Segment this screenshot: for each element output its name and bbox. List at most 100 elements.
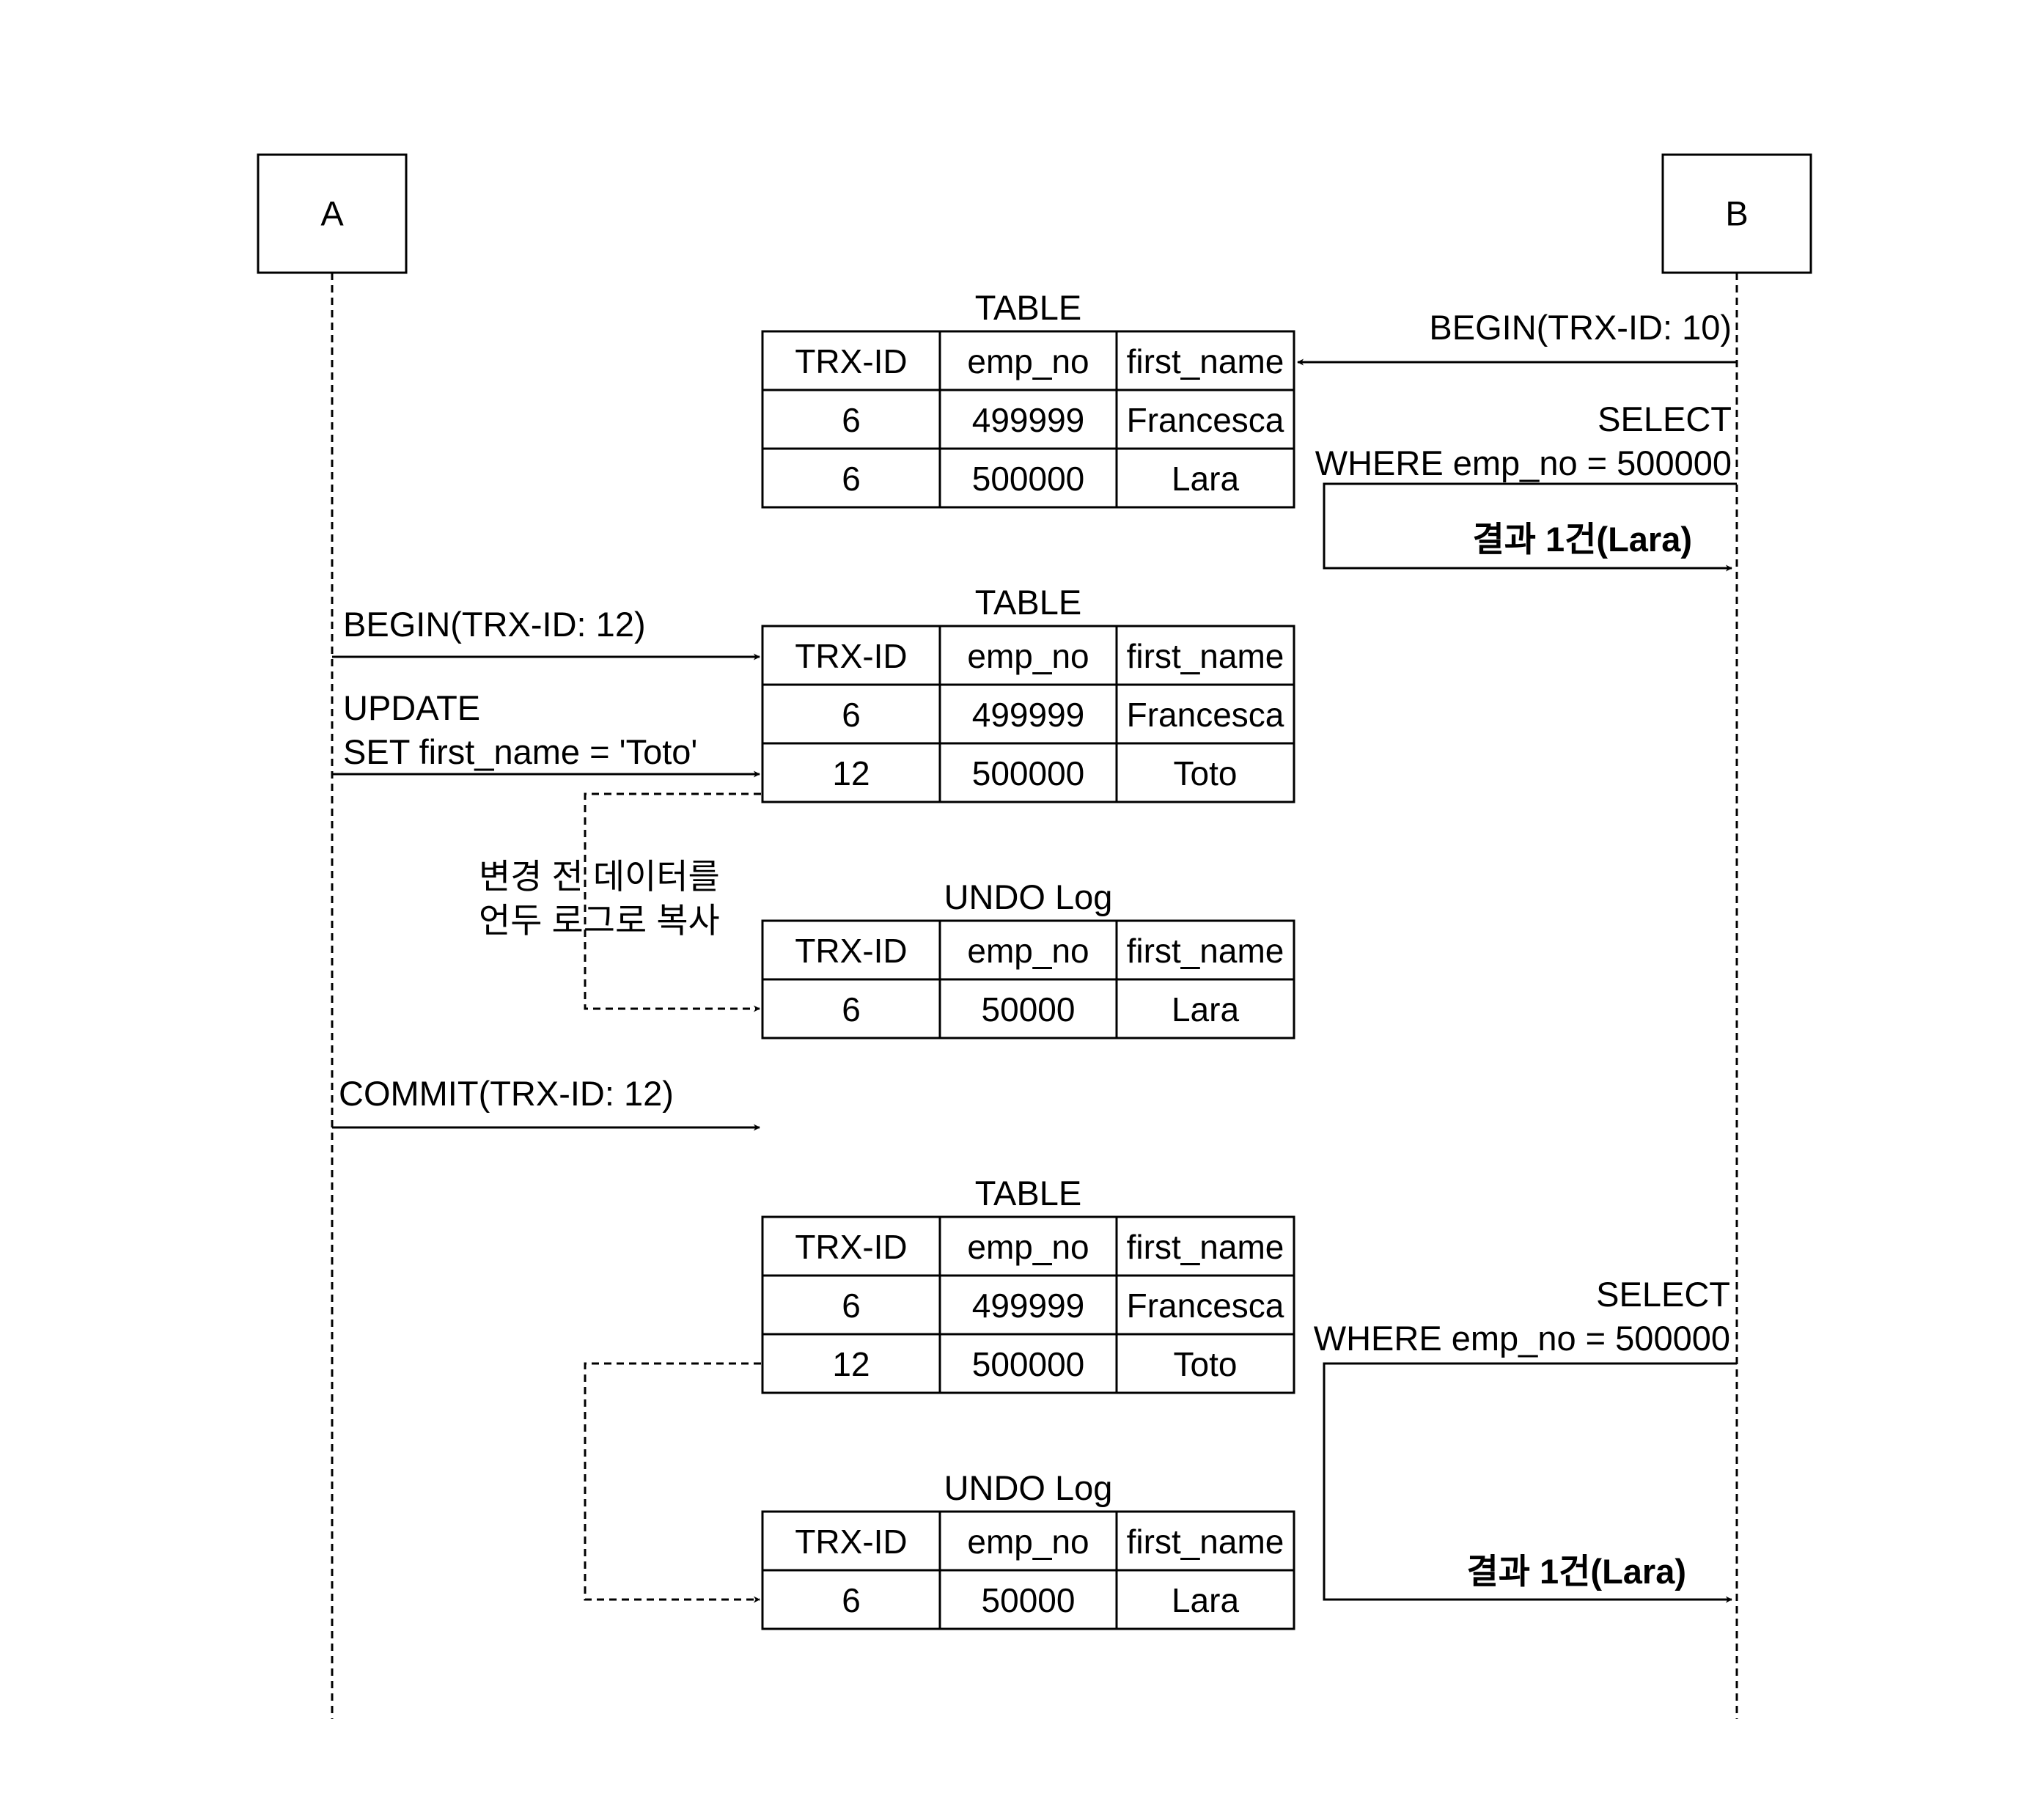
table-cell-box <box>938 1274 1118 1336</box>
a-begin-label: BEGIN(TRX-ID: 12) <box>343 605 646 644</box>
b-begin-label: BEGIN(TRX-ID: 10) <box>1429 308 1732 347</box>
b-result-2: 결과 1건(Lara) <box>1467 1552 1687 1591</box>
table-cell: Toto <box>1174 1345 1238 1383</box>
a-update-line1: UPDATE <box>343 688 480 727</box>
table-cell: 12 <box>832 754 870 792</box>
table-cell: Toto <box>1174 754 1238 792</box>
table-cell: 6 <box>842 460 861 498</box>
table-cell: Francesca <box>1127 1287 1284 1325</box>
table-2: TABLE TRX-ID emp_no first_name 6 499999 France… <box>761 583 1295 803</box>
table-cell: Lara <box>1172 460 1239 498</box>
header-cell-box <box>938 625 1118 686</box>
table-cell-box <box>1115 742 1295 803</box>
table-cell: 500000 <box>972 754 1085 792</box>
b-select-1-line2: WHERE emp_no = 500000 <box>1315 444 1732 482</box>
table-cell-box <box>938 1333 1118 1394</box>
undo-copy-line2: 언두 로그로 복사 <box>479 901 720 940</box>
header-cell-box <box>938 1215 1118 1277</box>
table-cell-box <box>1115 978 1295 1039</box>
a-update-line2: SET first_name = 'Toto' <box>343 732 697 771</box>
table-3-title: TABLE <box>975 1174 1081 1212</box>
table-cell: 500000 <box>972 1345 1085 1383</box>
table-3: TABLE TRX-ID emp_no first_name 6 499999 France… <box>761 1174 1295 1394</box>
table-cell: Francesca <box>1127 696 1284 734</box>
column-header: TRX-ID <box>795 1228 907 1266</box>
column-header: first_name <box>1127 637 1284 675</box>
table-cell-box <box>761 978 941 1039</box>
column-header: emp_no <box>967 1523 1089 1561</box>
column-header: first_name <box>1127 1523 1284 1561</box>
table-2-title: TABLE <box>975 583 1081 622</box>
table-cell: 499999 <box>972 401 1085 439</box>
table-cell-box <box>1115 1569 1295 1630</box>
table-cell: Francesca <box>1127 401 1284 439</box>
table-cell: 6 <box>842 1581 861 1619</box>
participant-a: A <box>257 153 408 274</box>
undo-log-2-title: UNDO Log <box>944 1468 1113 1507</box>
message-b-begin: BEGIN(TRX-ID: 10) <box>1297 308 1737 366</box>
table-cell-box <box>938 389 1118 450</box>
table-cell-box <box>761 683 941 745</box>
participant-b: B <box>1661 153 1812 274</box>
participant-a-label: A <box>320 194 344 233</box>
message-a-commit: COMMIT(TRX-ID: 12) <box>332 1074 760 1131</box>
column-header: first_name <box>1127 932 1284 970</box>
table-cell-box <box>761 1333 941 1394</box>
table-cell: 500000 <box>972 460 1085 498</box>
table-cell-box <box>938 742 1118 803</box>
header-cell-box <box>1115 625 1295 686</box>
table-cell: 50000 <box>982 990 1076 1028</box>
header-cell-box <box>938 330 1118 391</box>
column-header: TRX-ID <box>795 932 907 970</box>
table-cell-box <box>938 978 1118 1039</box>
table-cell-box <box>761 1569 941 1630</box>
table-cell: Lara <box>1172 1581 1239 1619</box>
column-header: TRX-ID <box>795 1523 907 1561</box>
table-1-title: TABLE <box>975 288 1081 327</box>
header-cell-box <box>761 625 941 686</box>
participant-b-label: B <box>1725 194 1748 233</box>
table-cell-box <box>1115 1274 1295 1336</box>
table-cell-box <box>938 447 1118 509</box>
column-header: emp_no <box>967 1228 1089 1266</box>
undo-log-1-title: UNDO Log <box>944 877 1113 916</box>
table-cell-box <box>938 1569 1118 1630</box>
column-header: emp_no <box>967 637 1089 675</box>
table-cell-box <box>1115 1333 1295 1394</box>
table-cell: 12 <box>832 1345 870 1383</box>
b-result-1: 결과 1건(Lara) <box>1473 520 1693 559</box>
a-commit-label: COMMIT(TRX-ID: 12) <box>339 1074 674 1113</box>
message-b-select-1: SELECT WHERE emp_no = 500000 결과 1건(Lara) <box>1315 400 1737 572</box>
table-cell: 499999 <box>972 696 1085 734</box>
table-cell: Lara <box>1172 990 1239 1028</box>
message-a-begin: BEGIN(TRX-ID: 12) <box>332 605 760 660</box>
table-cell-box <box>1115 447 1295 509</box>
table-cell: 6 <box>842 1287 861 1325</box>
undo-pointer-connector <box>584 1362 761 1603</box>
table-cell: 499999 <box>972 1287 1085 1325</box>
table-cell: 6 <box>842 696 861 734</box>
message-b-select-2: SELECT WHERE emp_no = 500000 결과 1건(Lara) <box>1314 1275 1737 1603</box>
header-cell-box <box>938 919 1118 981</box>
b-select-1-line1: SELECT <box>1598 400 1732 438</box>
table-cell: 50000 <box>982 1581 1076 1619</box>
table-cell-box <box>1115 683 1295 745</box>
message-a-update: UPDATE SET first_name = 'Toto' <box>332 688 760 778</box>
column-header: TRX-ID <box>795 342 907 380</box>
table-cell-box <box>761 389 941 450</box>
table-cell-box <box>1115 389 1295 450</box>
column-header: TRX-ID <box>795 637 907 675</box>
header-cell-box <box>1115 1215 1295 1277</box>
column-header: first_name <box>1127 1228 1284 1266</box>
undo-copy-connector: 변경 전 데이터를 언두 로그로 복사 <box>479 792 761 1012</box>
table-cell: 6 <box>842 990 861 1028</box>
column-header: first_name <box>1127 342 1284 380</box>
b-select-2-line1: SELECT <box>1596 1275 1730 1314</box>
table-cell: 6 <box>842 401 861 439</box>
column-header: emp_no <box>967 932 1089 970</box>
